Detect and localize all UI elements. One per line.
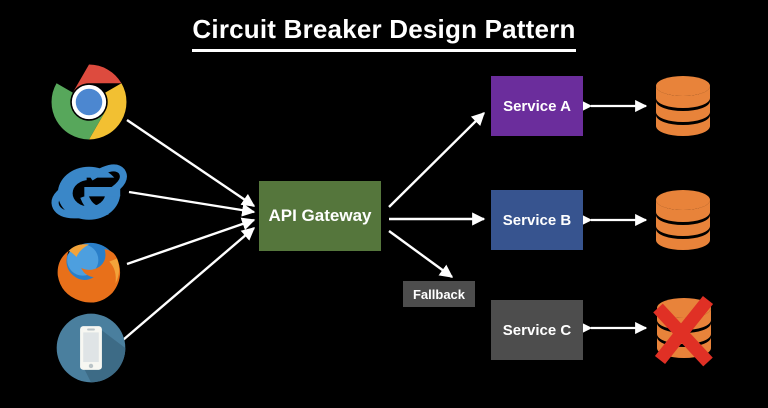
service-b-label: Service B (502, 211, 572, 229)
internet-explorer-icon (50, 148, 128, 226)
service-a-label: Service A (503, 97, 571, 115)
api-gateway-label: API Gateway (268, 206, 372, 225)
mobile-device-icon (52, 309, 130, 387)
database-cylinder-icon-a (652, 74, 714, 140)
page-title: Circuit Breaker Design Pattern (0, 14, 768, 52)
fallback-label-box[interactable]: Fallback (403, 281, 475, 307)
database-cylinder-icon-b (652, 188, 714, 254)
cross-out-mark (653, 295, 714, 367)
service-a-box[interactable]: Service A (491, 76, 583, 136)
gateway-outbound-arrows (388, 112, 486, 278)
service-c-box[interactable]: Service C (491, 300, 583, 360)
chrome-icon (50, 63, 128, 141)
page-title-text: Circuit Breaker Design Pattern (192, 14, 576, 52)
client-to-gateway-arrows (122, 119, 256, 341)
database-cylinder-crossed-icon-c (650, 290, 714, 367)
firefox-icon (50, 232, 128, 310)
service-b-box[interactable]: Service B (491, 190, 583, 250)
service-to-database-arrows (580, 99, 648, 335)
service-c-label: Service C (502, 321, 572, 339)
api-gateway-box[interactable]: API Gateway (259, 181, 381, 251)
fallback-label: Fallback (412, 286, 466, 302)
